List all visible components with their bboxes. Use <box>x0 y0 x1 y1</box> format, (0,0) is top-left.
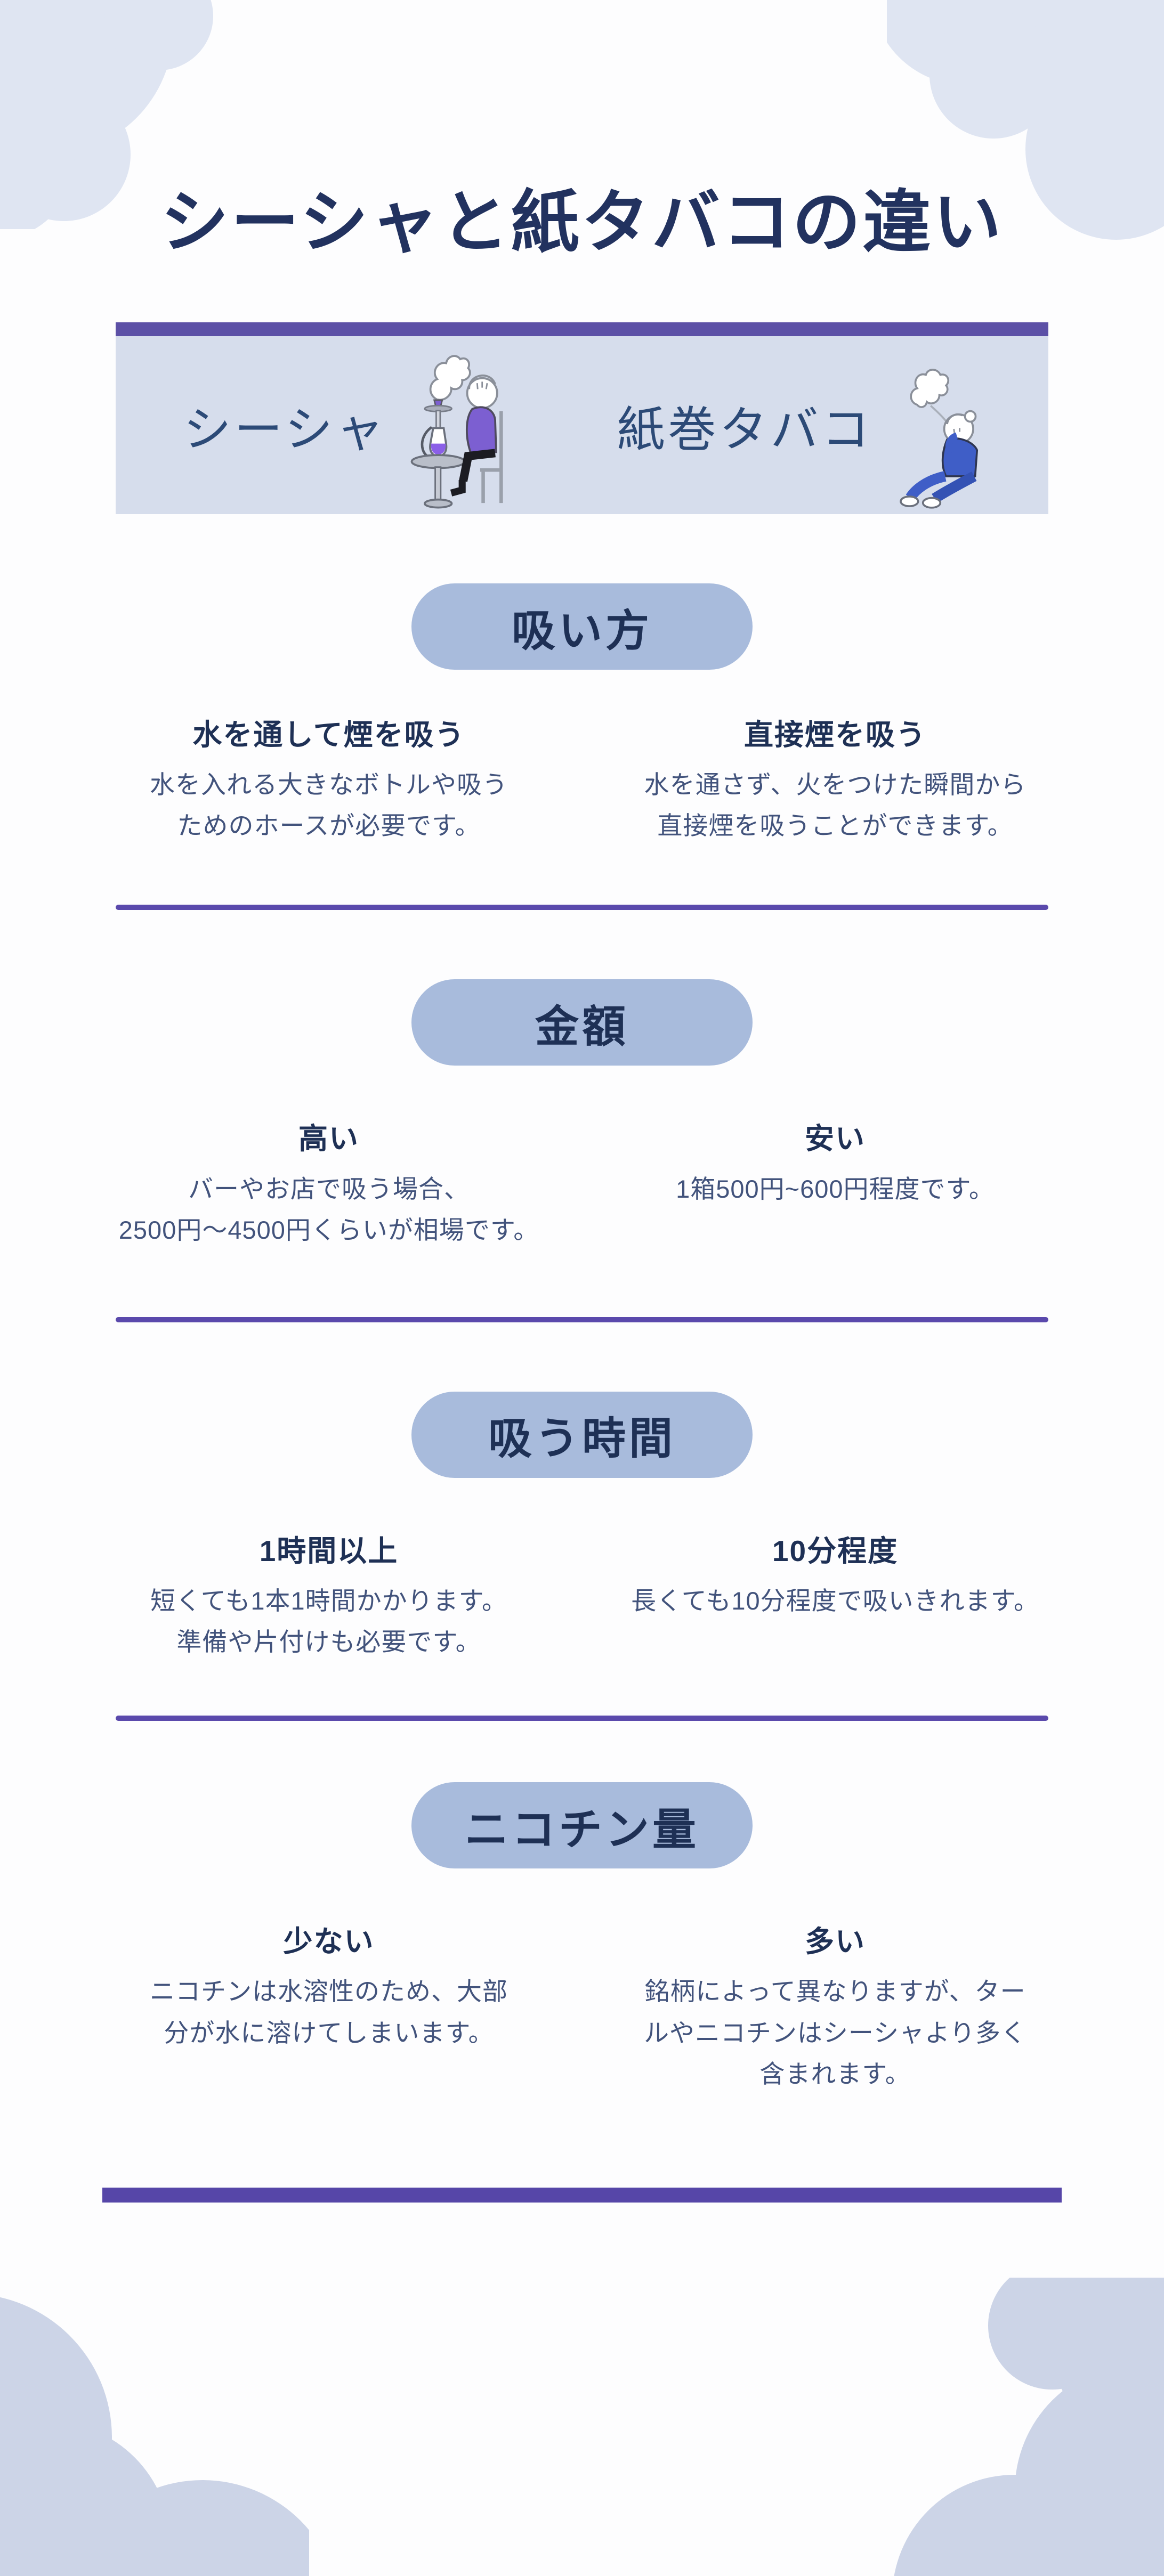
shisha-label: シーシャ <box>183 403 387 457</box>
banner-shisha-half: シーシャ <box>116 336 582 514</box>
column-shisha: 1時間以上 短くても1本1時間かかります。 準備や片付けも必要です。 <box>86 1531 571 1662</box>
compare-grid-how-to-smoke: 水を通して煙を吸う 水を入れる大きなボトルや吸う ためのホースが必要です。 直接… <box>86 715 1078 846</box>
badge-row: 吸い方 <box>0 583 1164 670</box>
compare-grid-smoking-time: 1時間以上 短くても1本1時間かかります。 準備や片付けも必要です。 10分程度… <box>86 1531 1078 1662</box>
cloud-shape-bottom-right <box>894 2278 1164 2576</box>
cloud-shape-bottom-left <box>0 2297 309 2576</box>
column-body: 1箱500円~600円程度です。 <box>676 1174 995 1203</box>
column-cigarette: 安い 1箱500円~600円程度です。 <box>593 1119 1078 1250</box>
column-body: 水を入れる大きなボトルや吸う ためのホースが必要です。 <box>150 770 508 840</box>
column-heading: 高い <box>298 1122 359 1156</box>
column-body: バーやお店で吸う場合、 2500円〜4500円くらいが相場です。 <box>118 1174 539 1244</box>
shisha-smoker-illustration <box>410 355 503 509</box>
column-heading: 10分程度 <box>772 1534 899 1567</box>
column-heading: 水を通して煙を吸う <box>192 718 465 751</box>
column-shisha: 少ない ニコチンは水溶性のため、大部 分が水に溶けてしまいます。 <box>86 1922 571 2094</box>
compare-grid-price: 高い バーやお店で吸う場合、 2500円〜4500円くらいが相場です。 安い 1… <box>86 1119 1078 1250</box>
header-comparison-banner: シーシャ 紙巻タバコ <box>116 322 1048 514</box>
banner-cigarette-half: 紙巻タバコ <box>582 336 1048 514</box>
badge-nicotine-amount: ニコチン量 <box>411 1782 753 1869</box>
compare-grid-nicotine: 少ない ニコチンは水溶性のため、大部 分が水に溶けてしまいます。 多い 銘柄によ… <box>86 1922 1078 2094</box>
section-divider <box>116 905 1048 911</box>
section-divider <box>116 1716 1048 1721</box>
badge-smoking-time: 吸う時間 <box>411 1391 753 1478</box>
column-cigarette: 多い 銘柄によって異なりますが、ター ルやニコチンはシーシャより多く 含まれます… <box>593 1922 1078 2094</box>
column-heading: 直接煙を吸う <box>743 718 926 751</box>
column-heading: 1時間以上 <box>259 1534 399 1567</box>
cigarette-smoker-illustration <box>899 369 978 509</box>
bottom-accent-bar <box>102 2187 1062 2203</box>
column-heading: 安い <box>804 1122 866 1156</box>
column-body: ニコチンは水溶性のため、大部 分が水に溶けてしまいます。 <box>150 1977 508 2047</box>
column-body: 水を通さず、火をつけた瞬間から 直接煙を吸うことができます。 <box>644 770 1026 840</box>
section-divider <box>116 1317 1048 1322</box>
badge-row: 金額 <box>0 979 1164 1066</box>
badge-how-to-smoke: 吸い方 <box>411 583 753 670</box>
column-cigarette: 直接煙を吸う 水を通さず、火をつけた瞬間から 直接煙を吸うことができます。 <box>593 715 1078 846</box>
column-body: 銘柄によって異なりますが、ター ルやニコチンはシーシャより多く 含まれます。 <box>643 1977 1027 2088</box>
badge-row: ニコチン量 <box>0 1782 1164 1869</box>
column-heading: 少ない <box>283 1925 375 1959</box>
column-body: 長くても10分程度で吸いきれます。 <box>631 1587 1039 1615</box>
column-body: 短くても1本1時間かかります。 準備や片付けも必要です。 <box>150 1587 507 1656</box>
cigarette-label: 紙巻タバコ <box>617 403 873 457</box>
infographic: シーシャと紙タバコの違い シーシャ <box>0 184 1164 2203</box>
column-shisha: 高い バーやお店で吸う場合、 2500円〜4500円くらいが相場です。 <box>86 1119 571 1250</box>
badge-row: 吸う時間 <box>0 1391 1164 1478</box>
column-shisha: 水を通して煙を吸う 水を入れる大きなボトルや吸う ためのホースが必要です。 <box>86 715 571 846</box>
column-cigarette: 10分程度 長くても10分程度で吸いきれます。 <box>593 1531 1078 1662</box>
badge-price: 金額 <box>411 979 753 1066</box>
column-heading: 多い <box>804 1925 866 1959</box>
page-title: シーシャと紙タバコの違い <box>160 184 1004 261</box>
